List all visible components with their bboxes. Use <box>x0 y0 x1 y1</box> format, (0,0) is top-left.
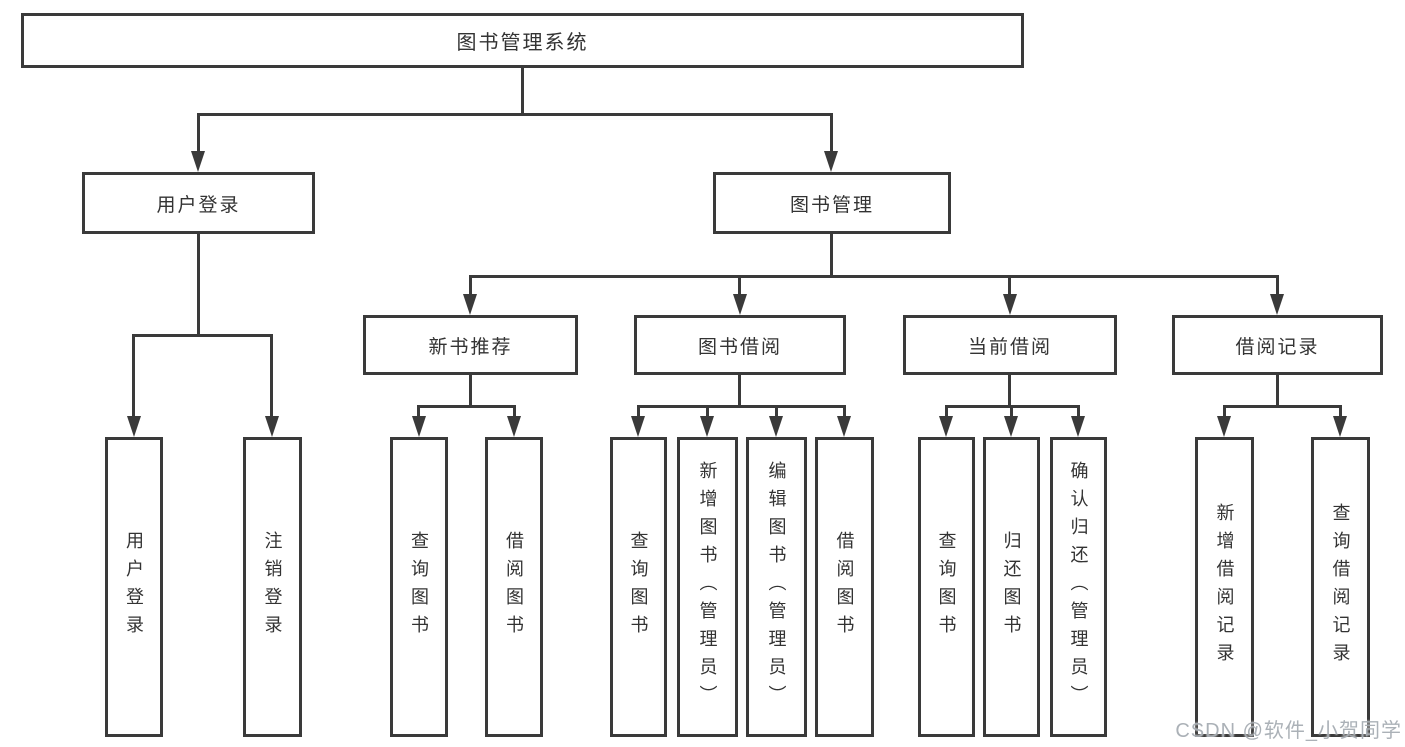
arrow-down-icon <box>127 416 141 437</box>
node-label: 注销登录 <box>262 531 283 643</box>
node-borrowing-query-books: 查询图书 <box>610 437 667 737</box>
node-label: 查询借阅记录 <box>1330 503 1351 671</box>
node-records-query-record: 查询借阅记录 <box>1311 437 1370 737</box>
arrow-down-icon <box>700 416 714 437</box>
node-label: 确认归还（管理员） <box>1068 461 1089 713</box>
node-recommend-borrow-books: 借阅图书 <box>485 437 543 737</box>
connector-hline <box>132 334 273 337</box>
node-label: 新增借阅记录 <box>1214 503 1235 671</box>
node-label: 查询图书 <box>628 531 649 643</box>
arrow-down-icon <box>733 294 747 315</box>
node-label: 查询图书 <box>409 531 429 643</box>
connector-hline <box>417 405 516 408</box>
node-label: 用户登录 <box>156 194 241 216</box>
connector-vline <box>1008 375 1011 408</box>
arrow-down-icon <box>463 294 477 315</box>
node-label: 借阅图书 <box>834 531 855 643</box>
node-label: 当前借阅 <box>967 336 1052 358</box>
connector-vline <box>637 405 640 419</box>
connector-vline <box>270 334 273 418</box>
node-label: 借阅图书 <box>504 531 524 643</box>
connector-vline <box>1276 275 1279 297</box>
connector-vline <box>197 113 200 153</box>
connector-vline <box>738 275 741 297</box>
connector-vline <box>1276 375 1279 408</box>
arrow-down-icon <box>1003 294 1017 315</box>
arrow-down-icon <box>1004 416 1018 437</box>
node-label: 归还图书 <box>1001 531 1022 643</box>
connector-vline <box>417 405 420 419</box>
connector-vline <box>197 234 200 337</box>
node-logout: 注销登录 <box>243 437 302 737</box>
arrow-down-icon <box>837 416 851 437</box>
node-recommend-query-books: 查询图书 <box>390 437 448 737</box>
node-label: 图书管理系统 <box>456 32 589 54</box>
node-book-borrowing: 图书借阅 <box>634 315 846 375</box>
arrow-down-icon <box>939 416 953 437</box>
arrow-down-icon <box>191 151 205 172</box>
node-label: 新增图书（管理员） <box>697 461 718 713</box>
arrow-down-icon <box>769 416 783 437</box>
node-new-book-recommend: 新书推荐 <box>363 315 578 375</box>
connector-hline <box>1223 405 1342 408</box>
node-user-login-action: 用户登录 <box>105 437 163 737</box>
node-label: 图书借阅 <box>697 336 782 358</box>
connector-vline <box>706 405 709 419</box>
connector-vline <box>521 68 524 116</box>
arrow-down-icon <box>824 151 838 172</box>
node-current-borrowing: 当前借阅 <box>903 315 1117 375</box>
connector-vline <box>513 405 516 419</box>
arrow-down-icon <box>1071 416 1085 437</box>
connector-vline <box>1077 405 1080 419</box>
node-borrowing-borrow-books: 借阅图书 <box>815 437 874 737</box>
node-label: 图书管理 <box>789 194 874 216</box>
arrow-down-icon <box>507 416 521 437</box>
arrow-down-icon <box>1333 416 1347 437</box>
node-borrowing-add-books-admin: 新增图书（管理员） <box>677 437 738 737</box>
node-user-login: 用户登录 <box>82 172 315 234</box>
csdn-watermark: CSDN @软件_小贺同学 <box>1175 720 1402 742</box>
arrow-down-icon <box>631 416 645 437</box>
connector-vline <box>830 113 833 153</box>
node-label: 借阅记录 <box>1235 336 1320 358</box>
node-borrowing-records: 借阅记录 <box>1172 315 1383 375</box>
connector-vline <box>738 375 741 408</box>
connector-vline <box>469 375 472 408</box>
node-current-confirm-return-admin: 确认归还（管理员） <box>1050 437 1107 737</box>
connector-vline <box>843 405 846 419</box>
arrow-down-icon <box>412 416 426 437</box>
node-current-return-books: 归还图书 <box>983 437 1040 737</box>
node-borrowing-edit-books-admin: 编辑图书（管理员） <box>746 437 807 737</box>
connector-hline <box>197 113 833 116</box>
node-current-query-books: 查询图书 <box>918 437 975 737</box>
arrow-down-icon <box>265 416 279 437</box>
node-records-add-record: 新增借阅记录 <box>1195 437 1254 737</box>
connector-vline <box>1223 405 1226 419</box>
connector-vline <box>830 234 833 278</box>
connector-vline <box>1010 405 1013 419</box>
connector-vline <box>1339 405 1342 419</box>
arrow-down-icon <box>1217 416 1231 437</box>
arrow-down-icon <box>1270 294 1284 315</box>
connector-hline <box>469 275 1279 278</box>
node-label: 新书推荐 <box>428 336 513 358</box>
connector-vline <box>1008 275 1011 297</box>
node-label: 编辑图书（管理员） <box>766 461 787 713</box>
connector-vline <box>945 405 948 419</box>
connector-vline <box>775 405 778 419</box>
connector-hline <box>637 405 846 408</box>
connector-vline <box>132 334 135 418</box>
node-book-management: 图书管理 <box>713 172 951 234</box>
node-library-system: 图书管理系统 <box>21 13 1024 68</box>
node-label: 查询图书 <box>936 531 957 643</box>
node-label: 用户登录 <box>124 531 144 643</box>
connector-vline <box>469 275 472 297</box>
